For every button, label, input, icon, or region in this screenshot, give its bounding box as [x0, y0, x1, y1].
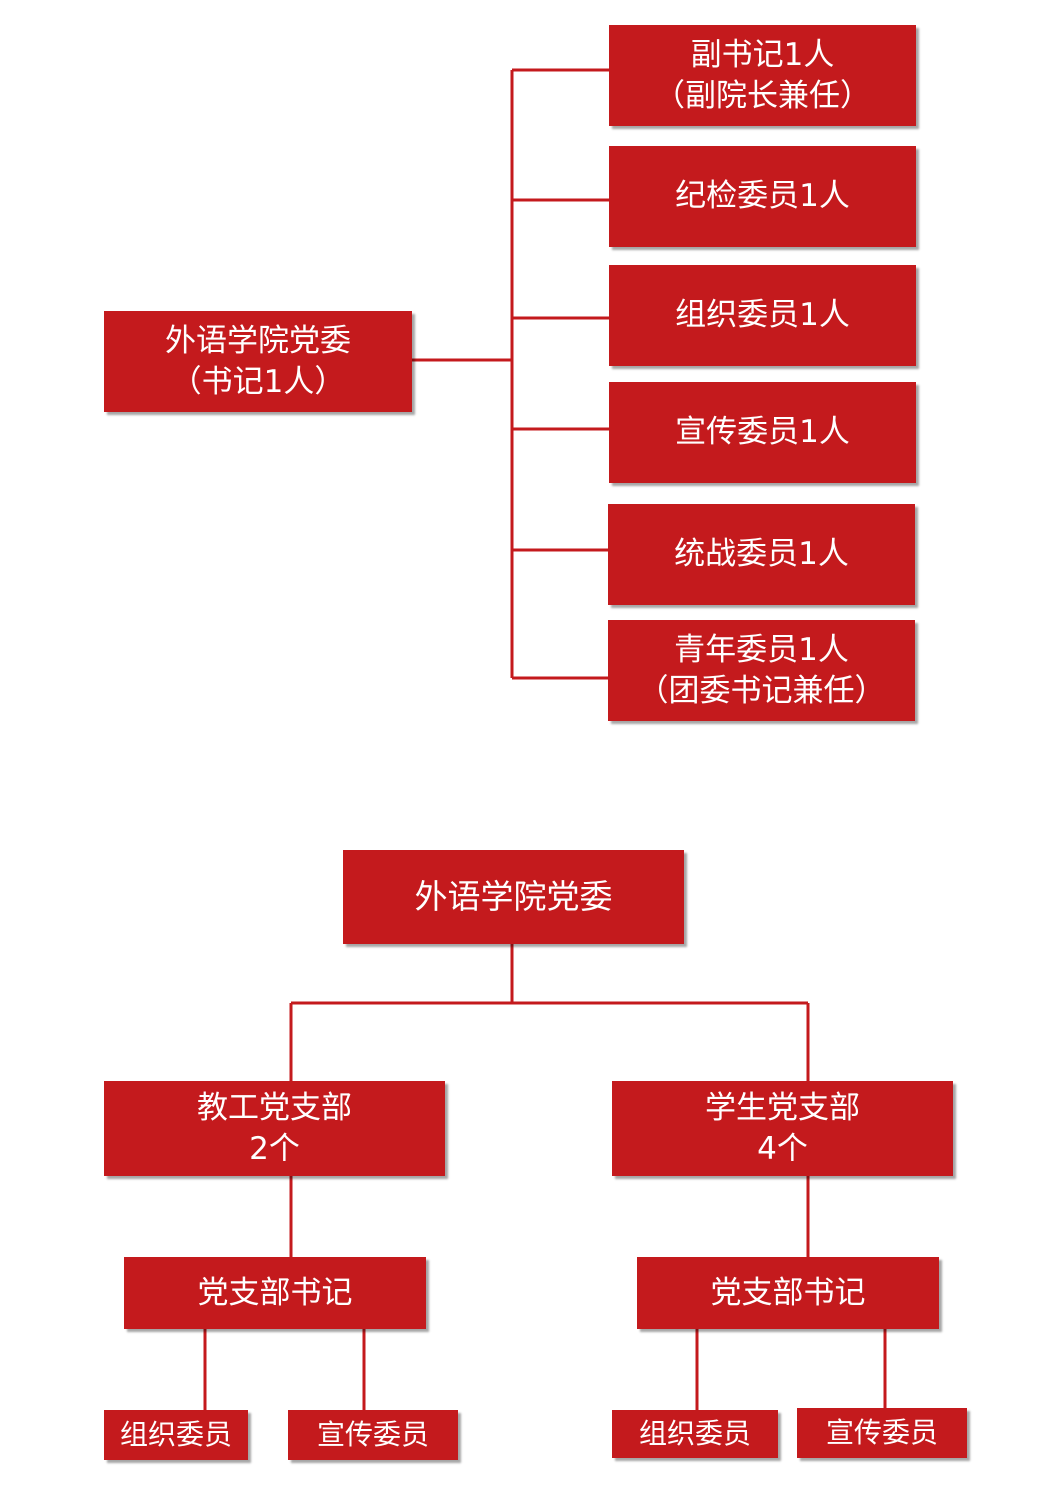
- member-node-united-front: 统战委员1人: [608, 504, 915, 605]
- branch-root-node: 外语学院党委: [343, 850, 684, 944]
- secretary-label: 党支部书记: [197, 1274, 353, 1311]
- member-node-deputy-secretary: 副书记1人 （副院长兼任）: [609, 25, 916, 126]
- node-line-2: （副院长兼任）: [654, 77, 871, 114]
- node-line-1: 纪检委员1人: [675, 178, 850, 215]
- branch-node-faculty: 教工党支部 2个: [104, 1081, 445, 1176]
- member-node-publicity: 宣传委员1人: [609, 382, 916, 483]
- secretary-node-faculty: 党支部书记: [124, 1257, 426, 1329]
- node-line-2: （书记1人）: [170, 363, 346, 400]
- committee-root-node: 外语学院党委 （书记1人）: [104, 311, 412, 412]
- node-line-1: 宣传委员1人: [675, 414, 850, 451]
- node-line-1: 副书记1人: [690, 37, 835, 74]
- branch-node-student: 学生党支部 4个: [612, 1081, 953, 1176]
- member-label: 组织委员: [119, 1417, 232, 1451]
- faculty-member-publicity: 宣传委员: [288, 1410, 458, 1460]
- branch-name: 教工党支部: [197, 1090, 352, 1127]
- node-line-1: 外语学院党委: [165, 323, 351, 360]
- student-member-organization: 组织委员: [612, 1410, 778, 1458]
- member-node-youth: 青年委员1人 （团委书记兼任）: [608, 620, 915, 721]
- node-line-1: 外语学院党委: [414, 876, 613, 916]
- member-label: 宣传委员: [825, 1415, 938, 1449]
- branch-name: 学生党支部: [705, 1090, 860, 1127]
- branch-count: 4个: [757, 1130, 808, 1167]
- node-line-2: （团委书记兼任）: [637, 672, 886, 709]
- secretary-node-student: 党支部书记: [637, 1257, 939, 1329]
- student-member-publicity: 宣传委员: [797, 1408, 967, 1458]
- node-line-1: 组织委员1人: [675, 297, 850, 334]
- node-line-1: 青年委员1人: [674, 632, 849, 669]
- faculty-member-organization: 组织委员: [104, 1410, 248, 1460]
- secretary-label: 党支部书记: [710, 1274, 866, 1311]
- branch-count: 2个: [249, 1130, 300, 1167]
- member-node-organization: 组织委员1人: [609, 265, 916, 366]
- member-node-discipline: 纪检委员1人: [609, 146, 916, 247]
- member-label: 宣传委员: [316, 1417, 429, 1451]
- node-line-1: 统战委员1人: [674, 536, 849, 573]
- member-label: 组织委员: [638, 1416, 751, 1450]
